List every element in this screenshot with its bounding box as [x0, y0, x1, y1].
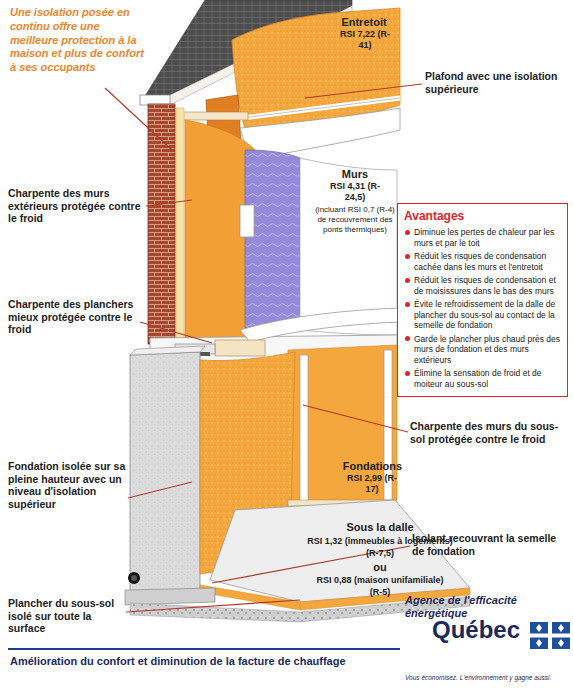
leader-line: [303, 405, 408, 432]
flag-fleur: [558, 624, 564, 632]
flag-fleur: [558, 639, 564, 647]
rsi-note: (incluant RSI 0,7 (R-4) de recouvrement …: [314, 205, 396, 235]
flag-field: [530, 622, 570, 649]
wall-insulation: [185, 120, 255, 345]
quebec-flag: [530, 622, 570, 649]
callout-label: Charpente des planchers mieux protégée c…: [8, 298, 140, 336]
roof-fascia: [140, 95, 170, 105]
advantage-item: Réduit les risques de condensation caché…: [404, 251, 561, 272]
flag-fleur: [536, 624, 542, 632]
drain-pipe-bore: [131, 575, 137, 581]
leader-line: [140, 322, 212, 343]
logo-tagline: Vous économisez. L'environnement y gagne…: [405, 674, 570, 682]
advantage-item: Garde le plancher plus chaud près des mu…: [404, 334, 561, 366]
basement-stud: [300, 355, 308, 505]
rigid-insulation: [176, 108, 184, 346]
floor-plate: [240, 308, 400, 342]
diagram-title: Amélioration du confort et diminution de…: [10, 655, 346, 667]
zone-heading: Murs: [314, 168, 396, 181]
rsi-value: RSI 2,99 (R-17): [347, 473, 397, 495]
advantage-item: Réduit les risques de condensation et de…: [404, 275, 561, 296]
callout-label: Plafond avec une isolation supérieure: [425, 70, 560, 95]
wall-stud: [240, 205, 254, 237]
leader-line: [128, 482, 192, 498]
box-heading: Avantages: [404, 209, 561, 223]
attic-insulation: [232, 8, 400, 128]
top-plate: [178, 112, 248, 120]
flag-fleur: [536, 639, 542, 647]
advantages-box: AvantagesDiminue les pertes de chaleur p…: [397, 203, 568, 397]
advantage-item: Élimine la sensation de froid et de moit…: [404, 368, 561, 389]
leader-line: [146, 200, 192, 206]
advantage-item: Évite le refroidissement de la dalle de …: [404, 299, 561, 331]
leader-line: [105, 88, 172, 150]
callout-label: Charpente des murs extérieurs protégée c…: [8, 187, 146, 225]
footing: [125, 588, 215, 605]
floor-joist: [215, 340, 265, 356]
leader-line: [305, 84, 422, 98]
option-word: ou: [320, 561, 440, 574]
flag-cross: [530, 634, 570, 638]
wall-batt: [245, 150, 300, 330]
logo-wordmark: Québec: [432, 618, 532, 642]
zone-heading: Entretoit: [328, 16, 400, 29]
rsi-value: RSI 7,22 (R-41): [340, 29, 390, 51]
foundation-top: [130, 346, 205, 355]
rsi-value: RSI 0,88 (maison unifamiliale): [295, 575, 465, 586]
callout-label: Isolant recouvrant la semelle de fondati…: [412, 532, 557, 557]
agency-name: Agence de l'efficacité énergétique: [405, 594, 545, 619]
callout-label: Plancher du sous-sol isolé sur toute la …: [8, 597, 128, 635]
drain-pipe: [128, 572, 140, 584]
leader-line: [126, 600, 300, 612]
foundation-wall: [130, 352, 200, 596]
zone-heading: Fondations: [335, 460, 410, 473]
intro-note: Une isolation posée en continu offre une…: [10, 6, 145, 75]
basement-insulation: [288, 345, 397, 508]
rsi-value: RSI 4,31 (R-24,5): [327, 181, 383, 203]
title-rule: [8, 648, 400, 650]
callout-label: Charpente des murs du sous-sol protégée …: [410, 420, 560, 445]
advantage-item: Diminue les pertes de chaleur par les mu…: [404, 227, 561, 248]
callout-label: Fondation isolée sur sa pleine hauteur a…: [8, 460, 128, 510]
